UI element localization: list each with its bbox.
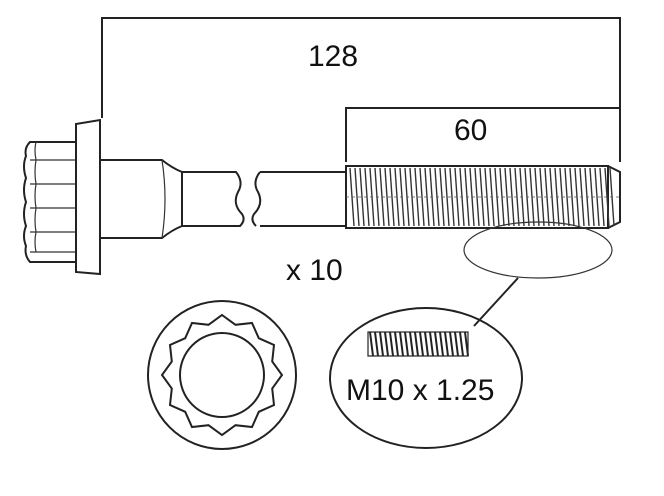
- bolt-shoulder: [100, 159, 183, 239]
- inner-circle: [179, 332, 265, 418]
- thread-spec-callout: M10 x 1.25: [329, 307, 523, 449]
- bolt-head: [23, 141, 77, 263]
- overall-length-bracket: [101, 17, 621, 162]
- bolt-shank: [182, 171, 346, 227]
- callout-bubble: [329, 307, 523, 449]
- bolt-side-view: [23, 118, 621, 327]
- overall-length-label: 128: [308, 40, 358, 73]
- flange-outline: [147, 300, 297, 450]
- overall-length-dimension: 128: [101, 17, 621, 162]
- mini-thread-icon: [367, 331, 469, 357]
- bolt-thread: [345, 165, 621, 229]
- thread-detail-marker: [463, 221, 613, 279]
- bolt-flange: [75, 118, 101, 276]
- callout-leader: [473, 277, 519, 327]
- thread-hatching: [346, 167, 620, 227]
- quantity-label: x 10: [286, 254, 343, 287]
- thread-length-bracket: [345, 107, 620, 162]
- bolt-head-top-view: [147, 300, 297, 450]
- thread-length-label: 60: [454, 114, 487, 147]
- thread-length-dimension: 60: [345, 107, 620, 162]
- twelve-point-outline: [160, 313, 284, 437]
- thread-spec-label: M10 x 1.25: [346, 374, 494, 407]
